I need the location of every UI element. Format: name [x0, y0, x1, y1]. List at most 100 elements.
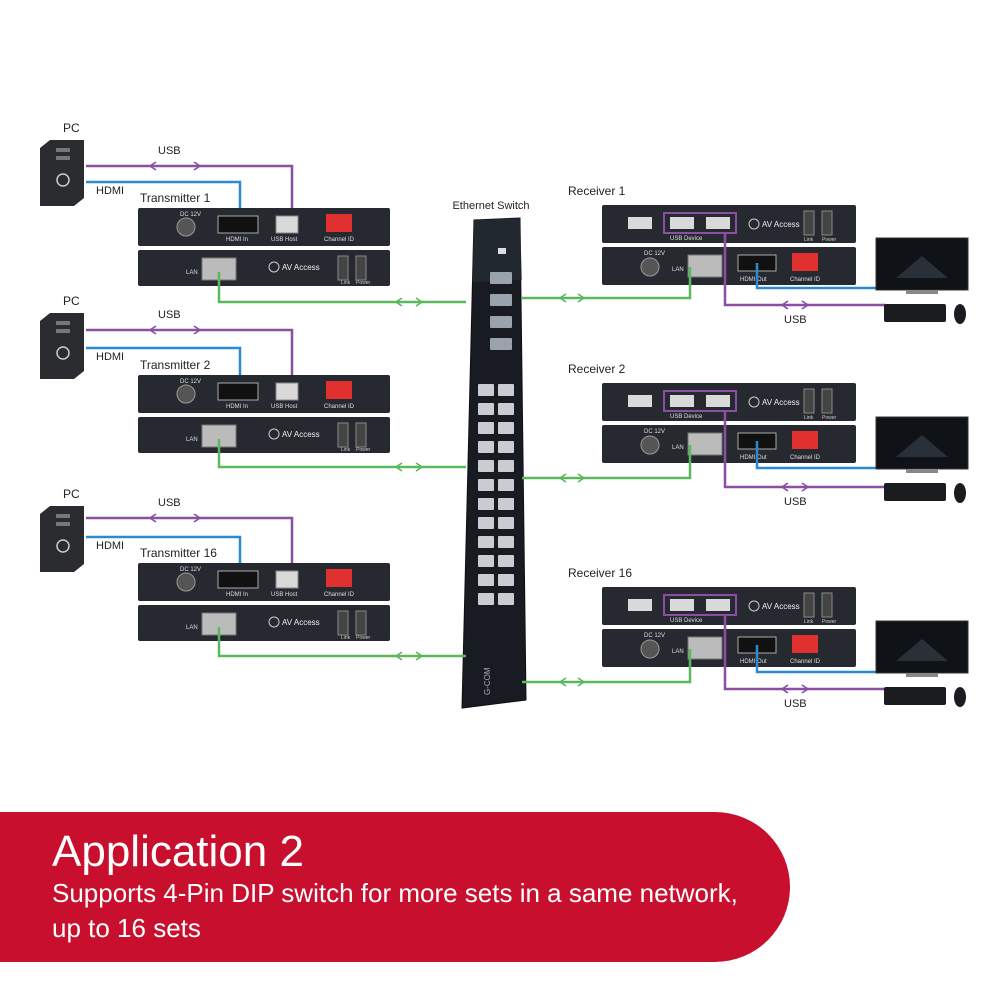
usb-device-label: USB Device [670, 618, 703, 624]
channel-id-label: Channel ID [790, 277, 821, 283]
transmitter-name: Transmitter 1 [140, 191, 211, 205]
link-indicator [337, 422, 349, 448]
arrow-head-right [193, 513, 202, 523]
channel-id-label: Channel ID [324, 592, 355, 598]
lan-label: LAN [672, 649, 684, 655]
hdmi-out-label: HDMI Out [740, 659, 767, 665]
mouse-icon [954, 687, 966, 707]
monitor-stand [906, 469, 938, 473]
arrow-head-left [558, 677, 567, 687]
dc-label: DC 12V [644, 251, 665, 257]
pc-drive-bay [56, 321, 70, 325]
switch-lan-port [498, 384, 514, 396]
arrow-head-left [394, 462, 403, 472]
usb-label: USB [784, 698, 807, 710]
pc-tower-icon [40, 140, 84, 206]
arrow-head-left [148, 513, 157, 523]
arrow-head-right [801, 300, 810, 310]
arrow-head-left [558, 293, 567, 303]
link-label: Link [804, 237, 814, 243]
av-access-logo-icon [748, 396, 760, 408]
channel-id-label: Channel ID [790, 455, 821, 461]
channel-id-dip-switch [792, 431, 818, 449]
arrow-head-left [148, 325, 157, 335]
monitor-screen-scene [896, 435, 948, 457]
link-indicator [337, 255, 349, 281]
usb-cable [86, 328, 294, 395]
av-access-logo-icon [748, 600, 760, 612]
monitor-screen-scene [896, 639, 948, 661]
receiver-name: Receiver 16 [568, 566, 632, 580]
pc-label: PC [63, 121, 80, 135]
pc-case [40, 506, 84, 572]
arrow-head-right [801, 482, 810, 492]
dc-label: DC 12V [180, 212, 201, 218]
transmitter-rear-panel [138, 250, 390, 286]
switch-lan-port [498, 498, 514, 510]
transmitter-name: Transmitter 2 [140, 358, 211, 372]
arrow-head-right [801, 684, 810, 694]
hdmi-out-label: HDMI Out [740, 277, 767, 283]
usb-label: USB [784, 314, 807, 326]
receiver-bottom-unit: DC 12V LAN HDMI Out Channel ID [602, 247, 856, 285]
pc-power-button [56, 173, 70, 187]
brand-label: AV Access [282, 263, 320, 272]
lan-cable [522, 445, 692, 480]
link-label: Link [341, 447, 351, 453]
channel-id-dip-switch [326, 381, 352, 399]
arrow-head-left [394, 651, 403, 661]
av-access-logo-icon [268, 261, 280, 273]
link-label: Link [341, 280, 351, 286]
brand-label: AV Access [762, 602, 800, 611]
channel-id-dip-switch [792, 253, 818, 271]
switch-brand: G-COM [483, 667, 492, 695]
mouse-icon [954, 304, 966, 324]
switch-lan-port [478, 498, 494, 510]
switch-lan-port [498, 555, 514, 567]
arrow-head-right [415, 651, 424, 661]
ethernet-switch: Ethernet Switch G-COM [452, 200, 530, 709]
brand-label: AV Access [762, 220, 800, 229]
pc-label: PC [63, 294, 80, 308]
link-label: Link [804, 415, 814, 421]
lan-label: LAN [672, 267, 684, 273]
usb-port [628, 217, 652, 229]
usb-cable [86, 164, 294, 228]
lan-cable [522, 649, 692, 684]
pc-drive-bay [56, 148, 70, 152]
switch-lan-port [478, 555, 494, 567]
ethernet-switch-label: Ethernet Switch [452, 200, 529, 212]
banner-description: Supports 4-Pin DIP switch for more sets … [52, 878, 738, 943]
mouse-icon [954, 483, 966, 503]
arrow-head-left [780, 684, 789, 694]
hdmi-in-label: HDMI In [226, 592, 248, 598]
usb-device-port [670, 599, 694, 611]
switch-lan-port [478, 441, 494, 453]
dc-jack [176, 572, 196, 592]
switch-lan-port [478, 517, 494, 529]
power-label: Power [822, 415, 837, 421]
lan-cable [217, 272, 466, 304]
switch-lan-port [478, 384, 494, 396]
power-label: Power [822, 237, 837, 243]
usb-device-port-group [663, 390, 737, 412]
channel-id-dip-switch [326, 214, 352, 232]
switch-lan-port [478, 479, 494, 491]
power-indicator [821, 388, 833, 414]
usb-host-port [275, 382, 299, 401]
hdmi-in-port [217, 382, 259, 401]
channel-id-dip-switch [792, 635, 818, 653]
hdmi-in-label: HDMI In [226, 404, 248, 410]
hdmi-cable [755, 441, 880, 470]
lan-label: LAN [186, 270, 198, 276]
receiver-name: Receiver 1 [568, 184, 626, 198]
application-banner: Application 2 Supports 4-Pin DIP switch … [0, 812, 790, 962]
usb-host-label: USB Host [271, 404, 298, 410]
arrow-head-right [415, 297, 424, 307]
usb-device-port [706, 217, 730, 229]
av-access-logo-icon [268, 428, 280, 440]
